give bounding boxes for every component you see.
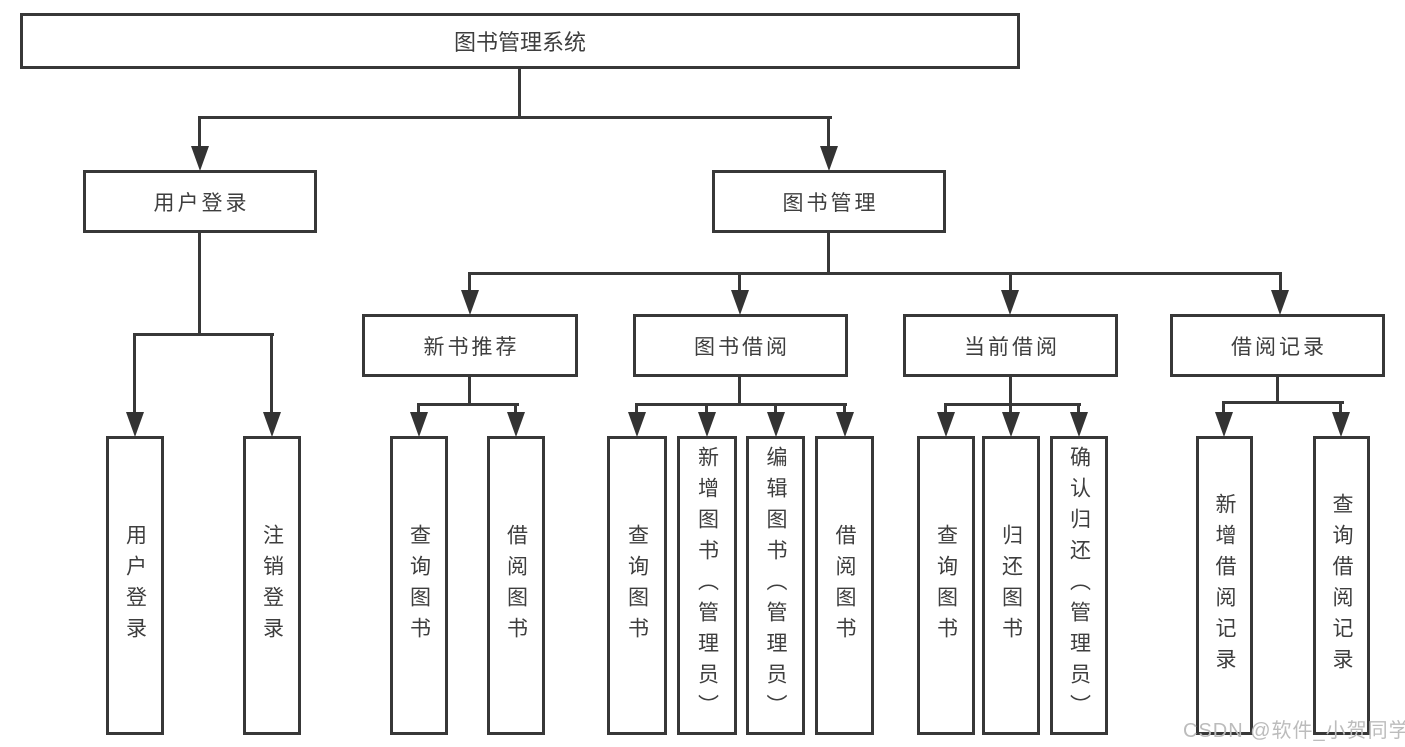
- arrowhead-query-books-borrowing: [628, 412, 646, 437]
- connector-current-drop-3: [1077, 403, 1080, 415]
- leaf-borrow-books-recommend: 借阅图书: [487, 436, 545, 735]
- connector-mgmt-drop-1: [468, 272, 471, 292]
- arrowhead-user-login: [191, 146, 209, 171]
- arrowhead-edit-book-admin: [767, 412, 785, 437]
- arrowhead-return-books: [1002, 412, 1020, 437]
- connector-mgmt-rail: [468, 272, 1282, 275]
- connector-mgmt-stem: [827, 233, 830, 275]
- connector-root-drop-right: [827, 116, 830, 156]
- connector-login-rail: [133, 333, 274, 336]
- csdn-watermark: CSDN @软件_小贺同学: [1183, 720, 1405, 742]
- connector-records-drop-2: [1339, 401, 1342, 415]
- node-current-borrowing: 当前借阅: [903, 314, 1118, 377]
- connector-current-stem: [1009, 377, 1012, 406]
- leaf-query-books-borrowing: 查询图书: [607, 436, 667, 735]
- arrowhead-borrow-books-recommend: [507, 412, 525, 437]
- connector-borrowing-stem: [738, 377, 741, 406]
- leaf-add-borrow-record: 新增借阅记录: [1196, 436, 1253, 735]
- leaf-borrow-books-borrowing: 借阅图书: [815, 436, 874, 735]
- arrowhead-borrowing-records: [1271, 290, 1289, 315]
- connector-mgmt-drop-3: [1009, 272, 1012, 292]
- connector-borrowing-drop-2: [705, 403, 708, 415]
- arrowhead-user-login-leaf: [126, 412, 144, 437]
- leaf-user-login: 用户登录: [106, 436, 164, 735]
- node-book-management: 图书管理: [712, 170, 946, 233]
- arrowhead-new-book-recommendation: [461, 290, 479, 315]
- connector-recommend-drop-2: [514, 403, 517, 415]
- leaf-confirm-return-admin: 确认归还（管理员）: [1050, 436, 1108, 735]
- connector-root-rail: [198, 116, 832, 119]
- connector-borrowing-rail: [635, 403, 847, 406]
- node-user-login: 用户登录: [83, 170, 317, 233]
- connector-root-stem: [518, 69, 521, 119]
- connector-recommend-stem: [468, 377, 471, 406]
- arrowhead-add-borrow-record: [1215, 412, 1233, 437]
- arrowhead-book-management: [820, 146, 838, 171]
- connector-borrowing-drop-4: [843, 403, 846, 415]
- arrowhead-current-borrowing: [1001, 290, 1019, 315]
- arrowhead-add-book-admin: [698, 412, 716, 437]
- connector-records-drop-1: [1222, 401, 1225, 415]
- arrowhead-confirm-return-admin: [1070, 412, 1088, 437]
- arrowhead-query-books-recommend: [410, 412, 428, 437]
- connector-records-rail: [1222, 401, 1344, 404]
- leaf-return-books: 归还图书: [982, 436, 1040, 735]
- connector-login-drop-2: [270, 333, 273, 415]
- arrowhead-logout-leaf: [263, 412, 281, 437]
- arrowhead-query-books-current: [937, 412, 955, 437]
- leaf-edit-book-admin: 编辑图书（管理员）: [746, 436, 805, 735]
- node-book-borrowing: 图书借阅: [633, 314, 848, 377]
- leaf-logout: 注销登录: [243, 436, 301, 735]
- connector-current-drop-2: [1009, 403, 1012, 415]
- connector-recommend-rail: [417, 403, 519, 406]
- connector-login-drop-1: [133, 333, 136, 415]
- leaf-query-borrow-record: 查询借阅记录: [1313, 436, 1370, 735]
- node-library-management-system: 图书管理系统: [20, 13, 1020, 69]
- node-new-book-recommendation: 新书推荐: [362, 314, 578, 377]
- node-borrowing-records: 借阅记录: [1170, 314, 1385, 377]
- connector-borrowing-drop-3: [774, 403, 777, 415]
- connector-current-rail: [944, 403, 1081, 406]
- connector-mgmt-drop-4: [1279, 272, 1282, 292]
- arrowhead-book-borrowing: [731, 290, 749, 315]
- connector-root-drop-left: [198, 116, 201, 156]
- connector-records-stem: [1276, 377, 1279, 404]
- leaf-add-book-admin: 新增图书（管理员）: [677, 436, 737, 735]
- leaf-query-books-recommend: 查询图书: [390, 436, 448, 735]
- connector-current-drop-1: [944, 403, 947, 415]
- connector-login-stem: [198, 233, 201, 336]
- arrowhead-borrow-books-borrowing: [836, 412, 854, 437]
- connector-mgmt-drop-2: [738, 272, 741, 292]
- connector-borrowing-drop-1: [635, 403, 638, 415]
- connector-recommend-drop-1: [417, 403, 420, 415]
- arrowhead-query-borrow-record: [1332, 412, 1350, 437]
- leaf-query-books-current: 查询图书: [917, 436, 975, 735]
